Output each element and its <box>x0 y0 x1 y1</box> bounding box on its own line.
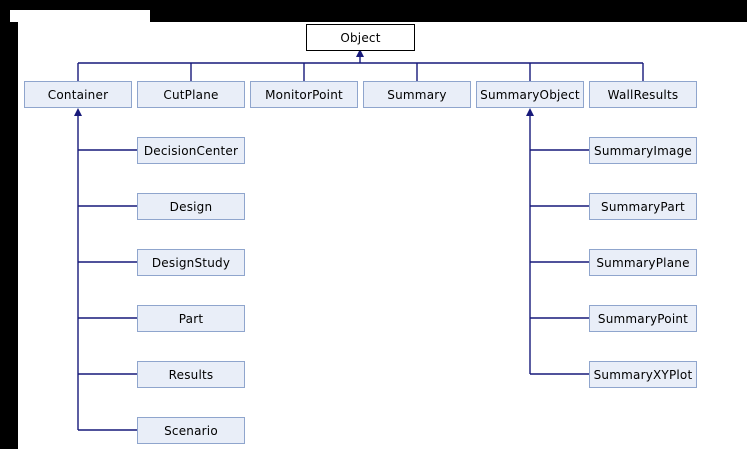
class-node-wallresults[interactable]: WallResults <box>589 81 697 108</box>
class-node-summary[interactable]: Summary <box>363 81 471 108</box>
class-node-designstudy[interactable]: DesignStudy <box>137 249 245 276</box>
class-node-summaryplane[interactable]: SummaryPlane <box>589 249 697 276</box>
class-node-part[interactable]: Part <box>137 305 245 332</box>
class-node-results[interactable]: Results <box>137 361 245 388</box>
class-node-summarypoint[interactable]: SummaryPoint <box>589 305 697 332</box>
inheritance-arrow-summaryobject <box>526 108 534 116</box>
class-node-summaryimage[interactable]: SummaryImage <box>589 137 697 164</box>
class-node-object[interactable]: Object <box>306 24 415 51</box>
class-node-summaryxyplot[interactable]: SummaryXYPlot <box>589 361 697 388</box>
class-node-design[interactable]: Design <box>137 193 245 220</box>
inheritance-arrow-container <box>74 108 82 116</box>
class-node-cutplane[interactable]: CutPlane <box>137 81 245 108</box>
class-node-monitorpoint[interactable]: MonitorPoint <box>250 81 358 108</box>
class-node-scenario[interactable]: Scenario <box>137 417 245 444</box>
canvas-top-strip <box>10 10 150 22</box>
class-node-summarypart[interactable]: SummaryPart <box>589 193 697 220</box>
class-node-container[interactable]: Container <box>24 81 132 108</box>
class-node-summaryobject[interactable]: SummaryObject <box>476 81 584 108</box>
class-node-decisioncenter[interactable]: DecisionCenter <box>137 137 245 164</box>
